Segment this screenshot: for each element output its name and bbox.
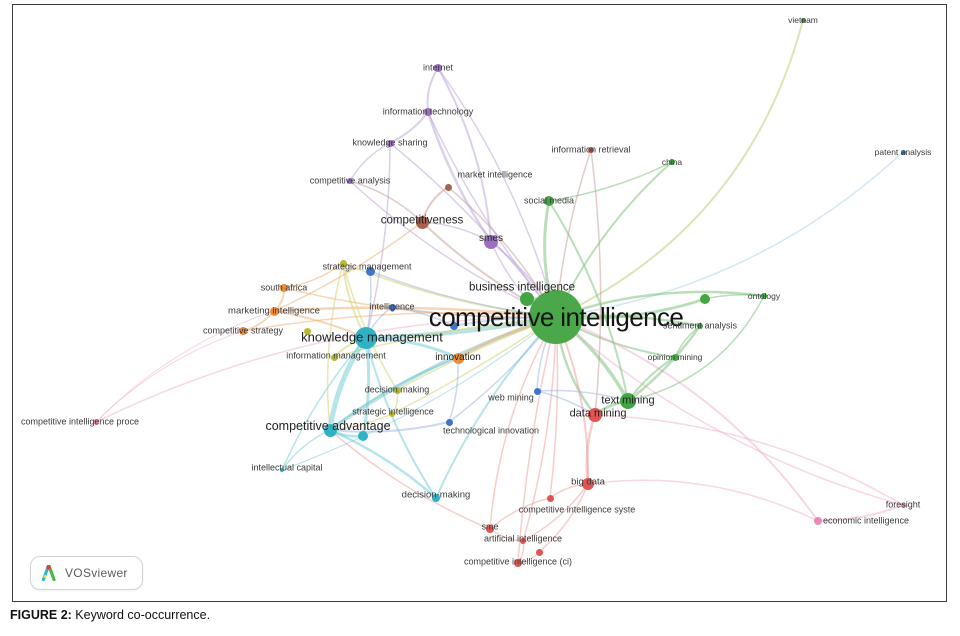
label-sentiment_analysis[interactable]: sentiment analysis xyxy=(662,320,738,331)
label-economic_intelligence[interactable]: economic intelligence xyxy=(822,515,910,526)
node-b1[interactable] xyxy=(450,322,458,330)
node-g1[interactable] xyxy=(700,294,710,304)
node-sentiment_analysis[interactable] xyxy=(697,323,703,329)
label-ontology[interactable]: ontology xyxy=(747,290,781,301)
label-patent_analysis[interactable]: patent analysis xyxy=(874,146,932,157)
node-data_mining[interactable] xyxy=(588,408,602,422)
label-business_intelligence[interactable]: business intelligence xyxy=(468,281,576,294)
label-technological_innovation[interactable]: technological innovation xyxy=(442,425,540,436)
label-big_data[interactable]: big data xyxy=(571,476,605,488)
node-t1[interactable] xyxy=(358,431,368,441)
node-big_data[interactable] xyxy=(582,478,594,490)
node-information_management[interactable] xyxy=(330,353,338,361)
label-artificial_intelligence[interactable]: artificial intelligence xyxy=(483,533,563,544)
label-smes[interactable]: smes xyxy=(479,233,503,244)
node-information_retrieval[interactable] xyxy=(588,147,594,153)
label-marketing_intelligence[interactable]: marketing intelligence xyxy=(228,305,320,317)
label-strategic_intelligence[interactable]: strategic intelligence xyxy=(352,406,434,417)
node-b2[interactable] xyxy=(365,266,375,276)
node-china[interactable] xyxy=(669,159,675,165)
figure-caption-label: FIGURE 2: xyxy=(10,608,72,622)
label-ci_ci[interactable]: competitive intelligence (ci) xyxy=(463,556,573,567)
label-text_mining[interactable]: text mining xyxy=(601,394,655,407)
label-web_mining[interactable]: web mining xyxy=(488,392,534,403)
node-business_intelligence[interactable] xyxy=(520,292,534,306)
label-ci_syste[interactable]: competitive intelligence syste xyxy=(518,504,636,515)
label-ci_hub[interactable]: competitive intelligence xyxy=(428,302,684,332)
node-intellectual_capital[interactable] xyxy=(280,468,284,472)
label-social_media[interactable]: social media xyxy=(523,195,575,206)
node-competitiveness[interactable] xyxy=(415,215,429,229)
node-ci_syste[interactable] xyxy=(546,494,554,502)
label-intelligence[interactable]: intelligence xyxy=(369,301,415,312)
node-innovation[interactable] xyxy=(452,352,464,364)
label-innovation[interactable]: innovation xyxy=(435,352,481,363)
figure-caption-text: Keyword co-occurrence. xyxy=(71,608,211,622)
node-strategic_management[interactable] xyxy=(339,259,347,267)
node-decision_making[interactable] xyxy=(393,386,401,394)
node-ci_ci[interactable] xyxy=(514,559,522,567)
label-china[interactable]: china xyxy=(661,156,683,167)
label-knowledge_sharing[interactable]: knowledge sharing xyxy=(352,137,428,148)
vosviewer-logo-icon xyxy=(41,564,56,582)
node-r1[interactable] xyxy=(535,548,543,556)
node-sme[interactable] xyxy=(486,525,494,533)
label-opinion_mining[interactable]: opinion mining xyxy=(647,351,703,362)
node-market_intelligence[interactable] xyxy=(444,183,452,191)
node-web_mining[interactable] xyxy=(533,387,541,395)
label-strategic_management[interactable]: strategic management xyxy=(322,261,412,272)
label-south_africa[interactable]: south africa xyxy=(260,282,308,293)
node-decision_making_2[interactable] xyxy=(432,494,440,502)
node-south_africa[interactable] xyxy=(280,284,288,292)
label-competitive_analysis[interactable]: competitive analysis xyxy=(309,175,391,186)
node-knowledge_management[interactable] xyxy=(355,327,377,349)
label-ci_proce[interactable]: competitive intelligence proce xyxy=(20,416,140,427)
node-text_mining[interactable] xyxy=(620,393,636,409)
node-competitive_strategy[interactable] xyxy=(239,327,247,335)
node-competitive_analysis[interactable] xyxy=(347,178,353,184)
label-information_management[interactable]: information management xyxy=(286,350,386,361)
label-market_intelligence[interactable]: market intelligence xyxy=(457,169,533,180)
label-foresight[interactable]: foresight xyxy=(885,499,921,510)
label-decision_making[interactable]: decision making xyxy=(364,384,430,395)
label-competitive_strategy[interactable]: competitive strategy xyxy=(202,325,284,336)
vosviewer-badge[interactable]: VOSviewer xyxy=(30,556,143,590)
label-information_technology[interactable]: information technology xyxy=(382,106,474,117)
node-knowledge_sharing[interactable] xyxy=(386,139,394,147)
label-knowledge_management[interactable]: knowledge management xyxy=(301,329,443,345)
node-marketing_intelligence[interactable] xyxy=(269,306,279,316)
label-data_mining[interactable]: data mining xyxy=(569,407,627,420)
node-internet[interactable] xyxy=(434,64,442,72)
label-vietnam[interactable]: vietnam xyxy=(788,14,818,25)
node-smes[interactable] xyxy=(484,235,498,249)
node-y1[interactable] xyxy=(303,327,311,335)
node-social_media[interactable] xyxy=(544,196,554,206)
node-foresight[interactable] xyxy=(900,502,906,508)
vosviewer-badge-text: VOSviewer xyxy=(65,566,128,580)
label-sme[interactable]: sme xyxy=(481,521,499,532)
label-internet[interactable]: internet xyxy=(422,62,454,73)
node-artificial_intelligence[interactable] xyxy=(520,538,526,544)
node-patent_analysis[interactable] xyxy=(900,149,906,155)
node-information_technology[interactable] xyxy=(424,108,432,116)
node-strategic_intelligence[interactable] xyxy=(389,411,395,417)
node-economic_intelligence[interactable] xyxy=(814,517,822,525)
node-ontology[interactable] xyxy=(761,293,767,299)
node-intelligence[interactable] xyxy=(388,303,396,311)
label-intellectual_capital[interactable]: intellectual capital xyxy=(251,462,323,473)
label-information_retrieval[interactable]: information retrieval xyxy=(551,144,631,155)
figure-caption: FIGURE 2: Keyword co-occurrence. xyxy=(10,608,210,622)
node-technological_innovation[interactable] xyxy=(445,418,453,426)
node-ci_hub[interactable] xyxy=(529,290,583,344)
label-decision_making_2[interactable]: decision-making xyxy=(401,489,471,501)
node-competitive_advantage[interactable] xyxy=(323,423,337,437)
node-ci_proce[interactable] xyxy=(93,419,99,425)
label-competitive_advantage[interactable]: competitive advantage xyxy=(265,418,391,433)
label-competitiveness[interactable]: competitiveness xyxy=(380,214,464,227)
node-vietnam[interactable] xyxy=(800,17,806,23)
node-opinion_mining[interactable] xyxy=(671,353,679,361)
